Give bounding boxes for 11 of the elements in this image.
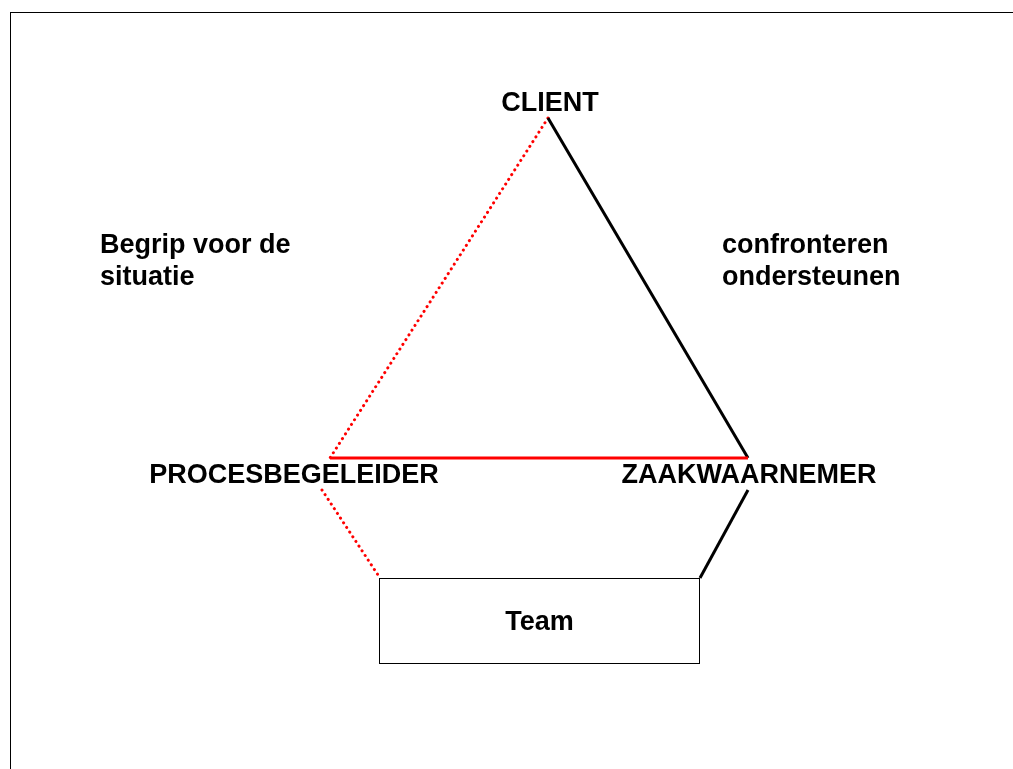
node-label: CLIENT [500, 86, 600, 118]
annotation-text: confronteren ondersteunen [722, 228, 902, 292]
node-label: ZAAKWAARNEMER [620, 458, 878, 490]
team-box [379, 578, 700, 664]
connector-line [698, 489, 750, 579]
annotation-text: Begrip voor de situatie [100, 228, 292, 292]
node-label: PROCESBEGELEIDER [148, 458, 440, 490]
connector-line [330, 456, 748, 460]
node-label: Team [505, 605, 574, 637]
connector-line [546, 117, 750, 459]
dotted-connector [328, 116, 550, 460]
